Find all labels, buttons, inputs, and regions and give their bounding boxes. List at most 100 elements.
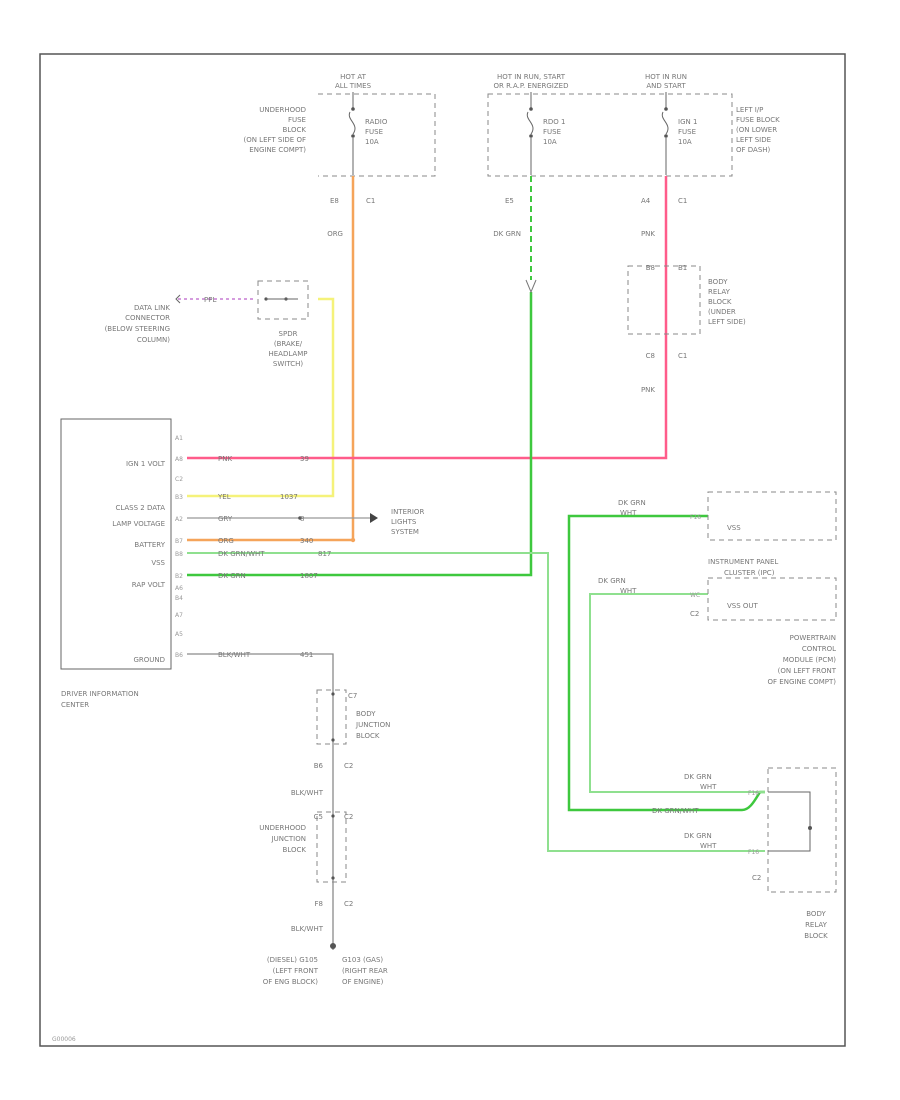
footer-code: G00006	[52, 1036, 76, 1043]
svg-text:INSTRUMENT PANEL: INSTRUMENT PANEL	[708, 558, 778, 566]
svg-text:PNK: PNK	[641, 230, 655, 238]
svg-text:BLOCK: BLOCK	[283, 126, 307, 134]
radio-fuse: RADIO FUSE 10A	[348, 92, 388, 175]
svg-text:(RIGHT REAR: (RIGHT REAR	[342, 967, 388, 975]
ground-point	[330, 943, 336, 949]
svg-text:C2: C2	[752, 874, 761, 882]
svg-text:PNK: PNK	[218, 455, 232, 463]
body-relay-block-top: B8 B1 C8 C1 BODY RELAY BLOCK (UNDER LEFT…	[627, 264, 746, 360]
svg-text:OF ENGINE COMPT): OF ENGINE COMPT)	[768, 678, 837, 686]
svg-text:B7: B7	[175, 538, 183, 545]
underhood-fuse-block-box	[318, 93, 436, 177]
svg-text:DK GRN: DK GRN	[598, 577, 626, 585]
svg-text:(LEFT FRONT: (LEFT FRONT	[273, 967, 319, 975]
svg-text:YEL: YEL	[217, 493, 231, 501]
pin-c1-a: C1	[366, 197, 375, 205]
svg-text:B8: B8	[175, 551, 183, 558]
hot-label-2b: OR R.A.P. ENERGIZED	[494, 82, 569, 90]
svg-text:CONTROL: CONTROL	[802, 645, 836, 653]
svg-text:BODY: BODY	[356, 710, 376, 718]
svg-text:C2: C2	[175, 476, 183, 483]
svg-text:RELAY: RELAY	[708, 288, 731, 296]
svg-text:POWERTRAIN: POWERTRAIN	[790, 634, 836, 642]
body-relay-block-bottom: F16 F16 C2 BODY RELAY BLOCK	[748, 767, 837, 940]
hot-label-3b: AND START	[646, 82, 686, 90]
svg-text:MODULE (PCM): MODULE (PCM)	[783, 656, 836, 664]
svg-text:OF ENGINE): OF ENGINE)	[342, 978, 384, 986]
svg-text:FUSE BLOCK: FUSE BLOCK	[736, 116, 780, 124]
interior-arrow	[370, 513, 378, 523]
svg-text:BODY: BODY	[708, 278, 728, 286]
svg-text:1037: 1037	[280, 493, 298, 501]
svg-text:BATTERY: BATTERY	[134, 541, 165, 549]
svg-text:DK GRN: DK GRN	[618, 499, 646, 507]
svg-text:A5: A5	[175, 631, 183, 638]
svg-text:(ON LOWER: (ON LOWER	[736, 126, 777, 134]
pin-c1-b: C1	[678, 197, 687, 205]
svg-text:C1: C1	[678, 352, 687, 360]
diagram-frame	[39, 53, 846, 1047]
svg-text:OF ENG BLOCK): OF ENG BLOCK)	[263, 978, 319, 986]
svg-text:UNDERHOOD: UNDERHOOD	[259, 106, 306, 114]
svg-text:DK GRN/WHT: DK GRN/WHT	[652, 807, 699, 815]
svg-text:RELAY: RELAY	[805, 921, 828, 929]
svg-text:PPL: PPL	[204, 296, 216, 304]
svg-text:C2: C2	[344, 900, 353, 908]
ground-g103-label: G103 (GAS) (RIGHT REAR OF ENGINE)	[342, 956, 388, 986]
svg-text:F16: F16	[690, 514, 701, 521]
svg-text:C5: C5	[314, 813, 323, 821]
svg-text:(BELOW STEERING: (BELOW STEERING	[105, 325, 170, 333]
svg-text:BLOCK: BLOCK	[356, 732, 380, 740]
underhood-junction-block: C5 C2 F8 C2 UNDERHOOD JUNCTION BLOCK	[259, 811, 353, 908]
instrument-panel-cluster: F16 VSS INSTRUMENT PANEL CLUSTER (IPC)	[690, 491, 837, 577]
svg-text:COLUMN): COLUMN)	[137, 336, 170, 344]
svg-text:A8: A8	[175, 456, 183, 463]
svg-text:SPDR: SPDR	[279, 330, 298, 338]
svg-text:BLOCK: BLOCK	[804, 932, 828, 940]
hot-label-2a: HOT IN RUN, START	[497, 73, 566, 81]
svg-text:CLASS 2 DATA: CLASS 2 DATA	[115, 504, 165, 512]
rdo1-fuse: RDO 1 FUSE 10A	[526, 92, 565, 175]
svg-text:JUNCTION: JUNCTION	[355, 721, 390, 729]
svg-text:(ON LEFT SIDE OF: (ON LEFT SIDE OF	[243, 136, 306, 144]
svg-text:F8: F8	[315, 900, 323, 908]
svg-text:WHT: WHT	[620, 587, 637, 595]
svg-text:UNDERHOOD: UNDERHOOD	[259, 824, 306, 832]
pin-e8: E8	[330, 197, 339, 205]
svg-text:WC: WC	[690, 592, 700, 599]
powertrain-control-module: WC VSS OUT C2 POWERTRAIN CONTROL MODULE …	[690, 577, 837, 686]
svg-text:LEFT SIDE): LEFT SIDE)	[708, 318, 746, 326]
svg-text:FUSE: FUSE	[678, 128, 696, 136]
svg-text:DATA LINK: DATA LINK	[134, 304, 170, 312]
svg-text:BLK/WHT: BLK/WHT	[218, 651, 251, 659]
svg-text:BLOCK: BLOCK	[708, 298, 732, 306]
svg-text:F16: F16	[748, 790, 759, 797]
svg-text:GRY: GRY	[218, 515, 233, 523]
ground-g105-label: (DIESEL) G105 (LEFT FRONT OF ENG BLOCK)	[263, 956, 319, 986]
svg-text:FUSE: FUSE	[288, 116, 306, 124]
svg-text:CONNECTOR: CONNECTOR	[125, 314, 170, 322]
svg-text:VSS: VSS	[727, 524, 741, 532]
svg-text:CLUSTER (IPC): CLUSTER (IPC)	[724, 569, 775, 577]
spdr-switch: SPDR (BRAKE/ HEADLAMP SWITCH)	[257, 280, 309, 368]
svg-text:BODY: BODY	[806, 910, 826, 918]
svg-text:F16: F16	[748, 849, 759, 856]
svg-text:GROUND: GROUND	[133, 656, 165, 664]
svg-text:C8: C8	[646, 352, 655, 360]
svg-text:(ON LEFT FRONT: (ON LEFT FRONT	[778, 667, 837, 675]
svg-text:A7: A7	[175, 612, 183, 619]
hot-label-1a: HOT AT	[340, 73, 367, 81]
svg-text:451: 451	[300, 651, 313, 659]
yellow-wire	[187, 297, 335, 498]
light-green-wire-pcm	[589, 593, 765, 793]
svg-text:B3: B3	[175, 494, 183, 501]
body-junction-block: C7 B6 C2 BODY JUNCTION BLOCK	[314, 689, 390, 770]
svg-text:1807: 1807	[300, 572, 318, 580]
svg-text:INTERIOR: INTERIOR	[391, 508, 424, 516]
svg-text:A6: A6	[175, 585, 183, 592]
svg-text:DK GRN: DK GRN	[218, 572, 246, 580]
svg-text:JUNCTION: JUNCTION	[271, 835, 306, 843]
svg-text:B6: B6	[314, 762, 324, 770]
interior-lights-label: INTERIOR LIGHTS SYSTEM	[391, 508, 424, 536]
svg-text:BLK/WHT: BLK/WHT	[291, 925, 324, 933]
